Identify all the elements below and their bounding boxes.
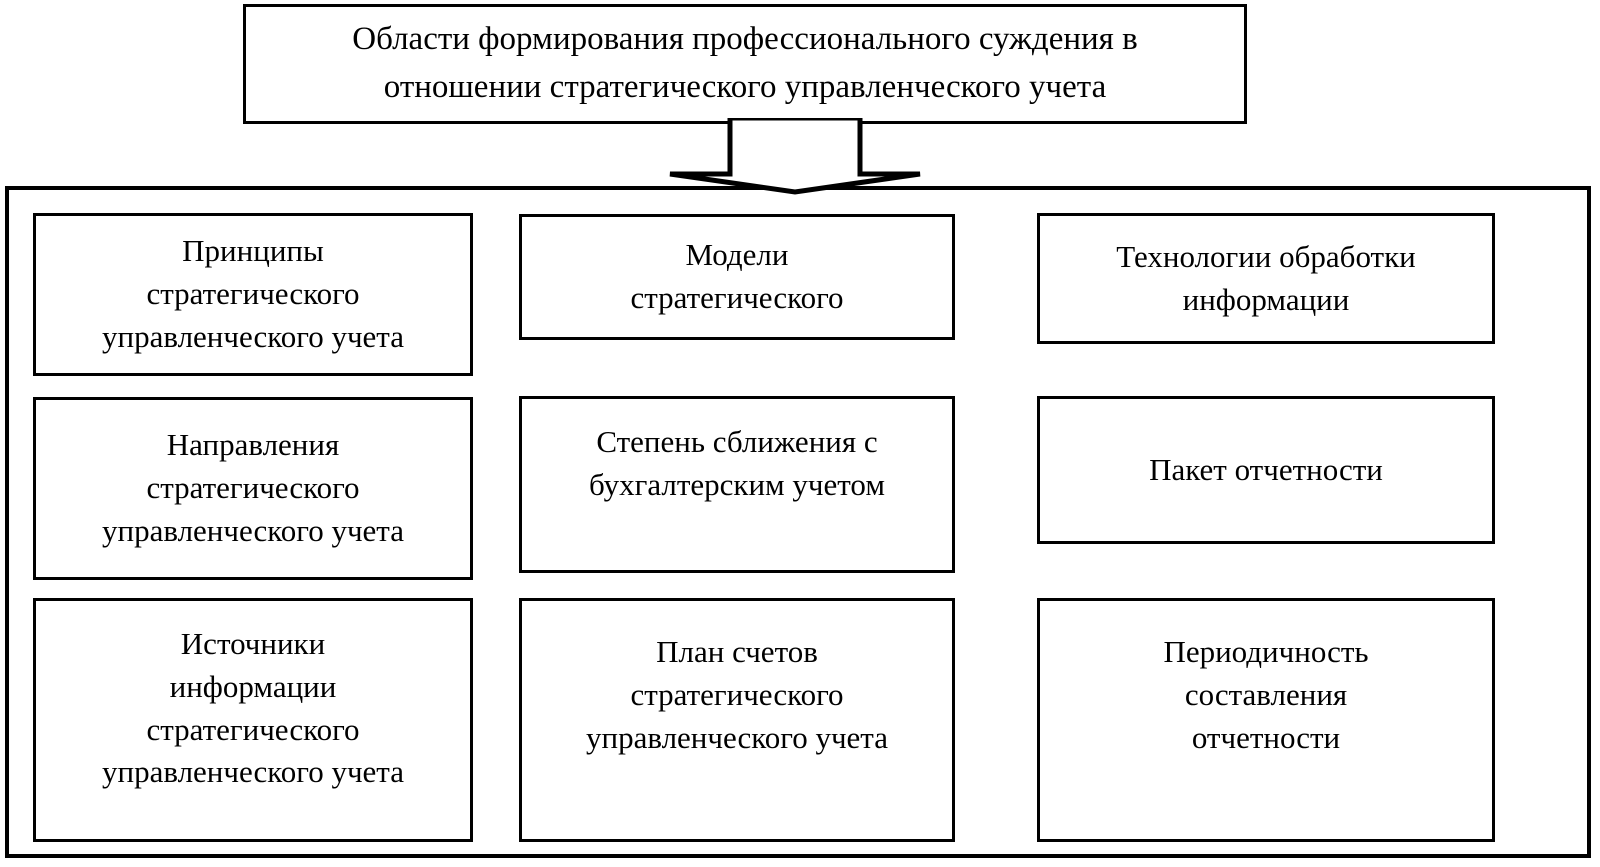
item-label-convergence-degree: Степень сближения с бухгалтерским учетом — [589, 424, 885, 502]
item-box-convergence-degree[interactable]: Степень сближения с бухгалтерским учетом — [519, 396, 955, 573]
item-label-models: Модели стратегического — [630, 237, 844, 315]
item-box-models[interactable]: Модели стратегического — [519, 214, 955, 340]
item-box-processing-technologies[interactable]: Технологии обработки информации — [1037, 213, 1495, 344]
item-label-reporting-package: Пакет отчетности — [1149, 451, 1383, 487]
item-label-directions: Направления стратегического управленческ… — [102, 427, 404, 548]
item-box-information-sources[interactable]: Источники информации стратегического упр… — [33, 598, 473, 842]
item-label-chart-of-accounts: План счетов стратегического управленческ… — [586, 634, 888, 755]
item-box-reporting-frequency[interactable]: Периодичность составления отчетности — [1037, 598, 1495, 842]
item-box-principles[interactable]: Принципы стратегического управленческого… — [33, 213, 473, 376]
item-box-directions[interactable]: Направления стратегического управленческ… — [33, 397, 473, 580]
item-label-reporting-frequency: Периодичность составления отчетности — [1163, 634, 1369, 755]
item-label-processing-technologies: Технологии обработки информации — [1116, 238, 1416, 317]
diagram-title-box: Области формирования профессионального с… — [243, 4, 1247, 124]
item-box-chart-of-accounts[interactable]: План счетов стратегического управленческ… — [519, 598, 955, 842]
down-arrow-icon — [655, 118, 935, 198]
item-label-information-sources: Источники информации стратегического упр… — [102, 626, 404, 790]
item-box-reporting-package[interactable]: Пакет отчетности — [1037, 396, 1495, 544]
diagram-title-text: Области формирования профессионального с… — [352, 21, 1138, 105]
item-label-principles: Принципы стратегического управленческого… — [102, 233, 404, 354]
